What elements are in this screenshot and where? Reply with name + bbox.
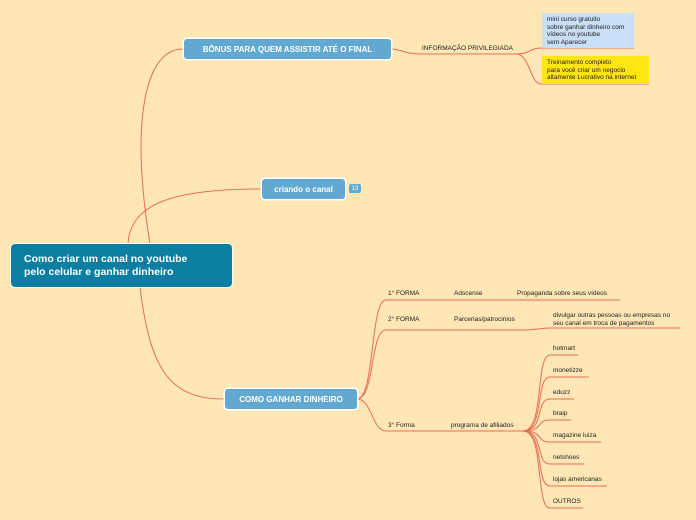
root-title-line1: Como criar um canal no youtube	[24, 253, 188, 265]
forma1-detail[interactable]: Propaganda sobre seus vídeos	[517, 290, 607, 297]
afiliado-item[interactable]: hotmart	[553, 345, 576, 352]
info-privilegiada[interactable]: INFORMAÇÃO PRIVILEGIADA	[422, 45, 514, 52]
forma1-name[interactable]: Adscense	[454, 290, 483, 297]
card-treinamento-line: para você criar um negocio	[547, 66, 626, 74]
count-badge[interactable]: 13	[349, 184, 361, 193]
ganhar-topic[interactable]: COMO GANHAR DINHEIRO	[225, 389, 357, 409]
afiliado-item[interactable]: magazine luiza	[553, 432, 597, 439]
card-mini-curso-line: sem Aparecer	[547, 38, 588, 46]
bonus-topic[interactable]: BÔNUS PARA QUEM ASSISTIR ATÉ O FINAL	[184, 39, 391, 59]
root-topic[interactable]: Como criar um canal no youtube pelo celu…	[11, 244, 232, 287]
card-treinamento-line: altamente Lucrativo na internet	[547, 74, 637, 81]
card-mini-curso-line: vídeos no youtube	[547, 31, 601, 38]
afiliado-item[interactable]: netshoes	[553, 454, 580, 461]
forma2-detail[interactable]: divulgar outras pessoas ou empresas no s…	[553, 312, 670, 327]
forma3-name[interactable]: programa de afiliados	[451, 422, 514, 429]
root-title-line2: pelo celular e ganhar dinheiro	[24, 265, 174, 278]
card-mini-curso-line: sobre ganhar dinheiro com	[547, 23, 625, 31]
forma1-label[interactable]: 1° FORMA	[388, 290, 420, 297]
afiliado-item[interactable]: monetizze	[553, 367, 583, 374]
afiliado-item[interactable]: OUTROS	[553, 498, 581, 505]
forma2-detail-line: divulgar outras pessoas ou empresas no	[553, 312, 671, 319]
afiliado-item[interactable]: eduzz	[553, 389, 571, 396]
afiliado-item[interactable]: lojas americanas	[553, 476, 602, 483]
criando-topic[interactable]: criando o canal	[262, 179, 345, 199]
forma2-detail-line: seu canal em troca de pagamentos	[553, 319, 655, 327]
forma2-label[interactable]: 2° FORMA	[388, 316, 420, 323]
card-treinamento-line: Treinamento completo	[547, 59, 612, 66]
card-treinamento[interactable]: Treinamento completo para você criar um …	[542, 56, 649, 84]
afiliado-item[interactable]: braip	[553, 410, 568, 417]
forma2-name[interactable]: Parcerias/patrocinios	[454, 316, 515, 323]
card-mini-curso-line: mini curso gratuito	[547, 16, 601, 23]
card-mini-curso[interactable]: mini curso gratuito sobre ganhar dinheir…	[542, 13, 634, 48]
forma3-label[interactable]: 3° Forma	[388, 422, 415, 429]
